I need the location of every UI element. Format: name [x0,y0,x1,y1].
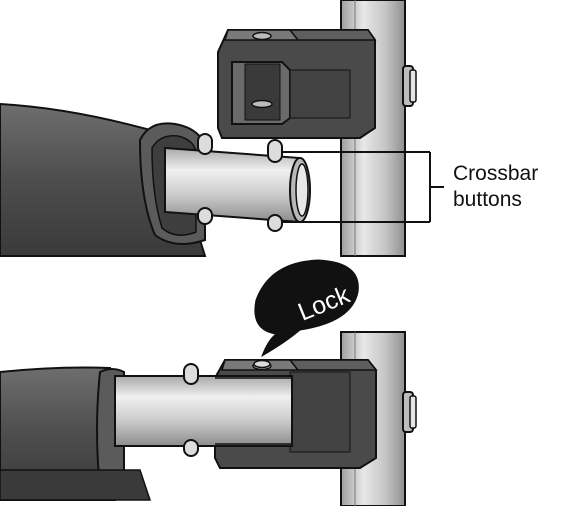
post-knob-top [402,65,417,107]
bracket-top [217,29,377,139]
crossbar-tube-bottom [114,375,293,447]
crossbar-label-line2: buttons [453,188,522,211]
crossbar-button-icon [183,359,271,457]
crossbar-tube-top [164,146,311,224]
post-knob-bottom [402,391,417,433]
bottom-panel: Lock [0,259,417,506]
callout-lines [282,151,444,223]
crossbar-label-line1: Crossbar [453,162,538,185]
top-panel: Crossbar buttons [0,0,538,257]
speech-bubble-icon [254,259,359,358]
